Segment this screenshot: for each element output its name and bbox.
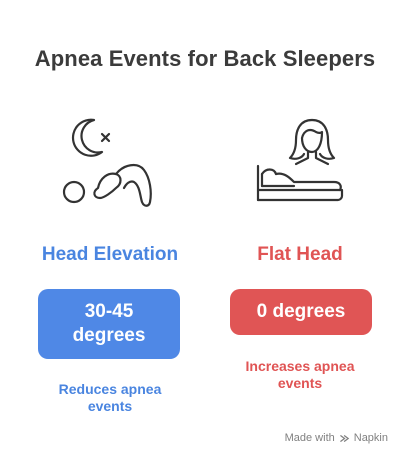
head-elevation-value-line2: degrees bbox=[72, 325, 146, 346]
made-with-napkin-footer[interactable]: Made with Napkin bbox=[285, 432, 388, 444]
flat-head-value: 0 degrees bbox=[256, 301, 346, 322]
head-elevation-note-line1: Reduces apnea bbox=[58, 381, 162, 397]
head-elevation-value-box: 30-45 degrees bbox=[38, 289, 180, 359]
flat-head-note-line1: Increases apnea bbox=[245, 358, 355, 374]
made-with-label: Made with bbox=[284, 432, 335, 444]
head-elevation-note: Reduces apnea events bbox=[30, 381, 190, 415]
flat-head-note-line2: events bbox=[277, 375, 323, 391]
napkin-brand-label: Napkin bbox=[353, 432, 388, 444]
head-elevation-heading: Head Elevation bbox=[41, 244, 179, 265]
flat-head-heading: Flat Head bbox=[257, 244, 343, 265]
napkin-logo-icon bbox=[339, 434, 349, 442]
flat-head-note: Increases apnea events bbox=[225, 358, 375, 392]
head-elevation-note-line2: events bbox=[87, 398, 133, 414]
head-elevation-value-line1: 30-45 bbox=[84, 301, 134, 322]
flat-head-value-box: 0 degrees bbox=[230, 289, 372, 335]
sleeping-person-moon-icon bbox=[62, 118, 152, 207]
woman-lying-flat-bed-icon bbox=[256, 118, 344, 202]
page-title: Apnea Events for Back Sleepers bbox=[34, 46, 376, 71]
